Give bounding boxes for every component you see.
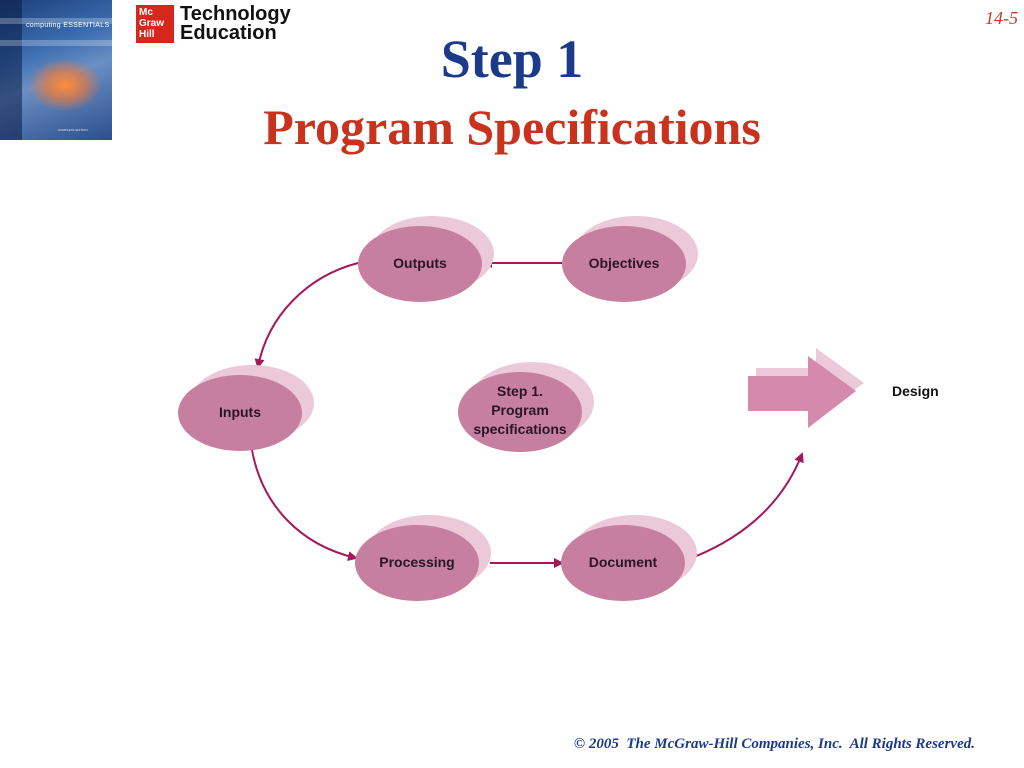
copyright-footer: © 2005 The McGraw-Hill Companies, Inc. A…	[573, 736, 975, 752]
center-line-1: Step 1.	[497, 383, 543, 399]
arrow-inputs-to-processing	[251, 449, 358, 562]
node-processing-label: Processing	[379, 554, 454, 570]
slide-number: 14-5	[985, 8, 1018, 28]
arrow-outputs-to-inputs	[254, 262, 359, 369]
book-cover-spine	[0, 0, 22, 140]
node-inputs-label: Inputs	[219, 404, 261, 420]
book-cover-image: computing ESSENTIALS COMPLETE EDITION	[0, 0, 112, 140]
book-cover-subtitle: COMPLETE EDITION	[58, 128, 88, 132]
node-document: Document	[561, 515, 697, 601]
center-line-3: specifications	[473, 421, 567, 437]
logo-text-line1: Technology	[180, 3, 291, 25]
slide-title: Step 1	[440, 29, 584, 89]
node-processing: Processing	[355, 515, 491, 601]
arrow-document-to-design	[693, 452, 804, 558]
book-cover-stripe	[0, 40, 112, 46]
mcgraw-hill-logo-box: Mc Graw Hill	[136, 5, 174, 43]
book-cover-title: computing ESSENTIALS	[26, 22, 110, 29]
node-document-label: Document	[589, 554, 658, 570]
book-cover-glow	[30, 60, 100, 110]
node-outputs: Outputs	[358, 216, 494, 302]
logo-text-line2: Education	[180, 22, 277, 44]
book-cover-stripe	[0, 18, 112, 24]
slide-subtitle: Program Specifications	[263, 99, 761, 155]
node-objectives: Objectives	[562, 216, 698, 302]
publisher-logo-text: Technology Education	[180, 3, 291, 44]
node-objectives-label: Objectives	[589, 255, 660, 271]
target-design-label: Design	[892, 383, 939, 399]
node-outputs-label: Outputs	[393, 255, 447, 271]
node-step1-center: Step 1. Program specifications	[458, 362, 594, 452]
big-arrow-icon	[748, 348, 864, 428]
publisher-logo: Mc Graw Hill Technology Education	[136, 4, 291, 44]
node-inputs: Inputs	[178, 365, 314, 451]
center-line-2: Program	[491, 402, 549, 418]
